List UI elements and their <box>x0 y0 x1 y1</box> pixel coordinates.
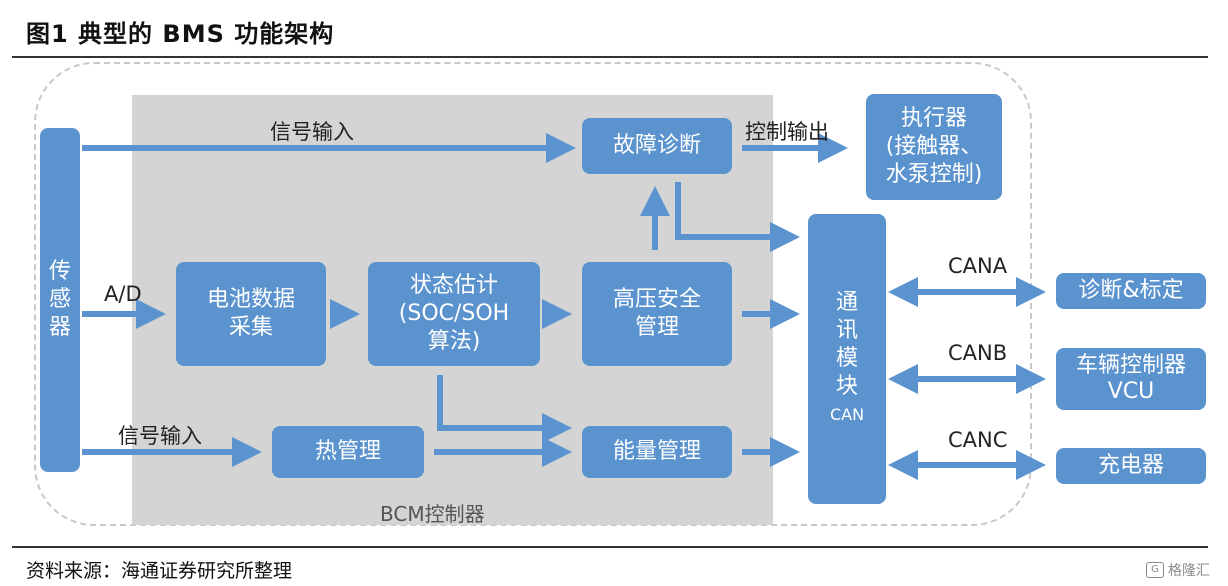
comm-char-4: 块 <box>835 374 858 399</box>
label-cana: CANA <box>948 254 1008 278</box>
sensor-char-3: 器 <box>48 315 71 340</box>
arrow-fault-to-comm <box>675 182 800 252</box>
figure-title: 图1 典型的 BMS 功能架构 <box>26 20 335 48</box>
bottom-rule <box>12 546 1208 548</box>
label-signal-input-bottom: 信号输入 <box>118 424 202 448</box>
energy-box: 能量管理 <box>582 426 732 478</box>
diag-calib-box: 诊断&标定 <box>1056 273 1206 309</box>
vcu-box: 车辆控制器 VCU <box>1056 348 1206 410</box>
state-estimation-box: 状态估计 (SOC/SOH 算法) <box>368 262 540 366</box>
top-rule <box>12 56 1208 58</box>
actuator-line-2: (接触器、 <box>885 134 983 159</box>
hv-safety-line-1: 高压安全 <box>612 287 701 312</box>
actuator-line-1: 执行器 <box>900 106 967 131</box>
sensor-box: 传 感 器 <box>40 128 80 472</box>
sensor-char-1: 传 <box>48 259 71 284</box>
state-estimation-line-1: 状态估计 <box>409 273 498 298</box>
battery-data-box: 电池数据 采集 <box>176 262 326 366</box>
actuator-line-3: 水泵控制) <box>885 162 983 187</box>
label-ad: A/D <box>104 282 142 306</box>
state-estimation-line-2: (SOC/SOH <box>398 301 510 326</box>
comm-char-1: 通 <box>835 290 858 315</box>
charger-box: 充电器 <box>1056 448 1206 484</box>
comm-char-3: 模 <box>835 346 858 371</box>
state-estimation-line-3: 算法) <box>427 329 481 354</box>
vcu-line-1: 车辆控制器 <box>1075 353 1186 378</box>
label-canb: CANB <box>948 341 1008 365</box>
logo-text: 格隆汇 <box>1168 563 1210 579</box>
comm-can-label: CAN <box>829 405 865 424</box>
fault-diagnosis-box: 故障诊断 <box>582 118 732 174</box>
actuator-box: 执行器 (接触器、 水泵控制) <box>866 94 1002 200</box>
hv-safety-line-2: 管理 <box>634 315 679 340</box>
label-canc: CANC <box>948 428 1008 452</box>
sensor-char-2: 感 <box>48 287 71 312</box>
comm-module-box: 通 讯 模 块 CAN <box>808 214 886 504</box>
label-signal-input-top: 信号输入 <box>270 120 354 144</box>
arrow-state-to-energy <box>437 375 572 443</box>
bcm-label: BCM控制器 <box>380 502 485 526</box>
source-note: 资料来源：海通证券研究所整理 <box>26 560 293 582</box>
label-control-output: 控制输出 <box>745 120 829 144</box>
thermal-box: 热管理 <box>272 426 424 478</box>
comm-char-2: 讯 <box>835 318 858 343</box>
watermark-logo: G 格隆汇 <box>1146 560 1210 580</box>
hv-safety-box: 高压安全 管理 <box>582 262 732 366</box>
vcu-line-2: VCU <box>1107 379 1155 404</box>
battery-data-line-2: 采集 <box>228 315 273 340</box>
battery-data-line-1: 电池数据 <box>206 287 295 312</box>
logo-icon: G <box>1146 562 1164 578</box>
